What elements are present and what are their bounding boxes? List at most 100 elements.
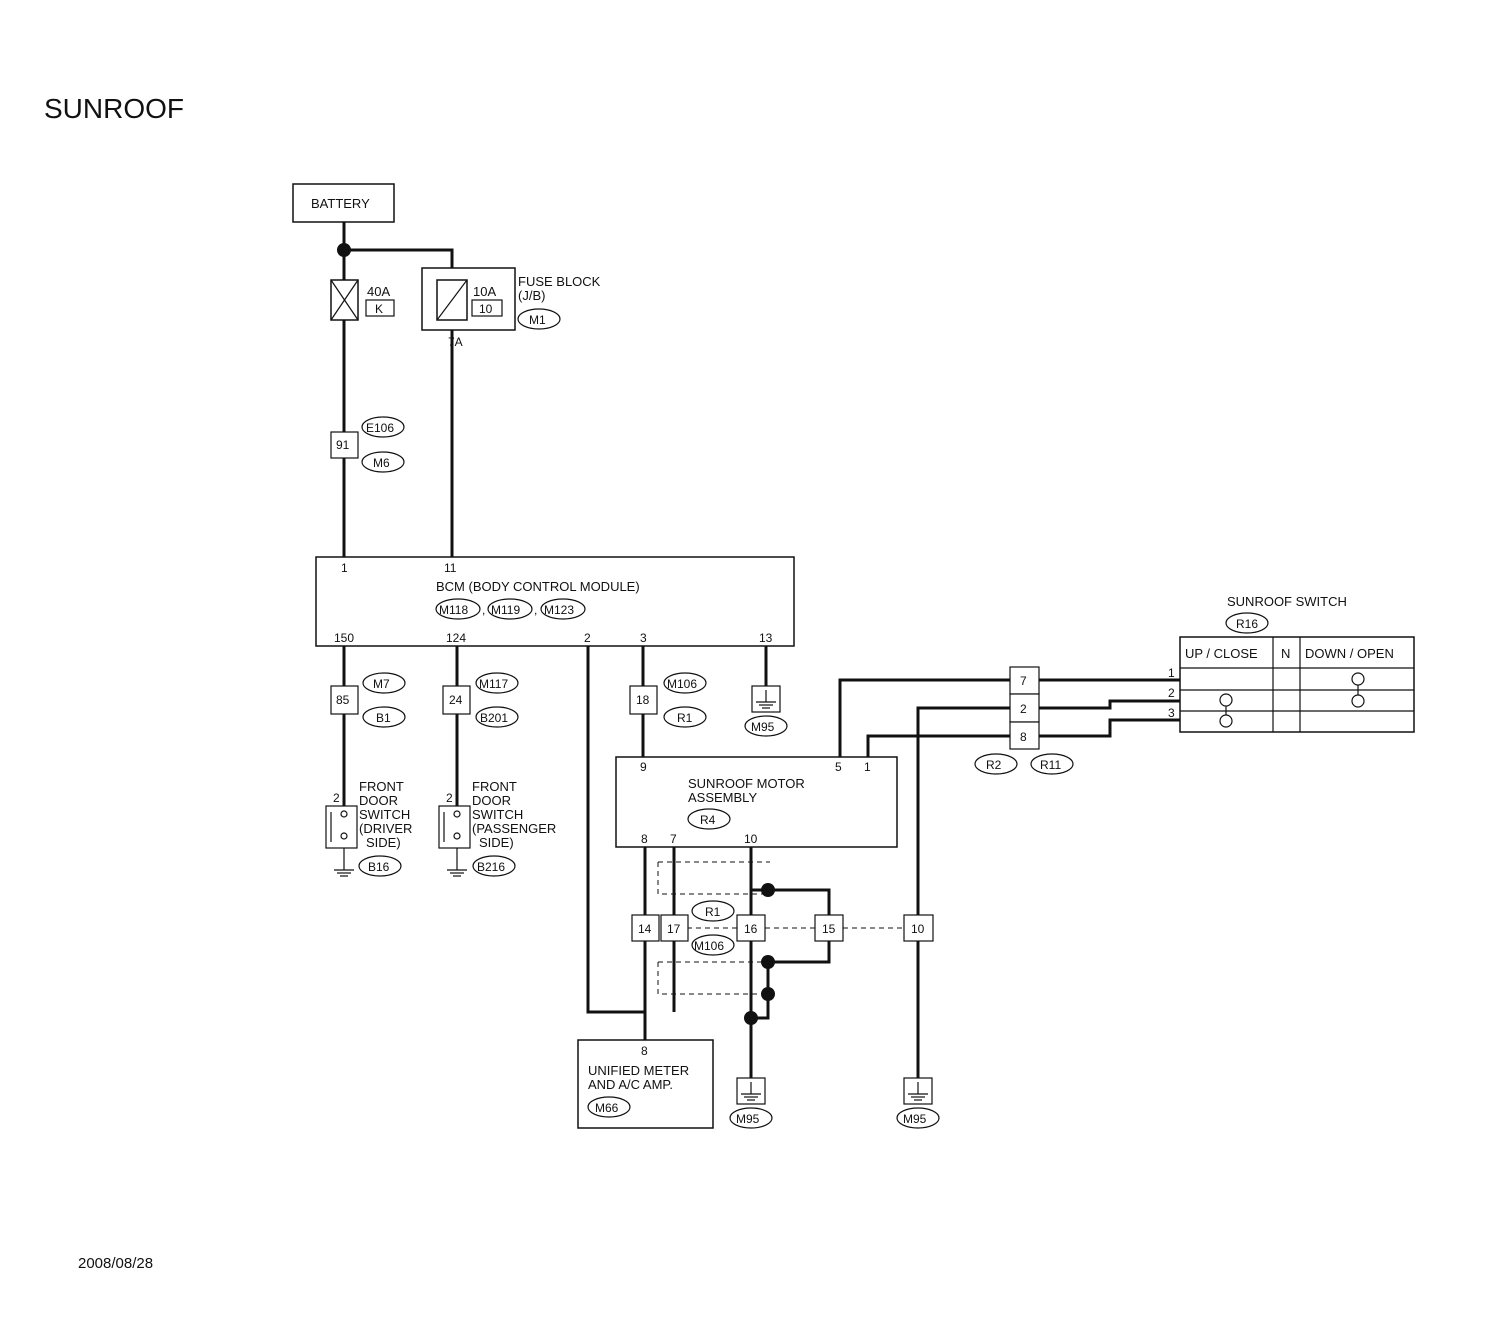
- svg-text:7: 7: [1020, 674, 1027, 688]
- svg-text:B16: B16: [368, 860, 390, 874]
- svg-text:UP / CLOSE: UP / CLOSE: [1185, 646, 1258, 661]
- harness-connector-18: 18 M106 R1: [629, 672, 707, 728]
- fusible-link-rating: 40A: [367, 284, 390, 299]
- svg-text:N: N: [1281, 646, 1290, 661]
- svg-text:SWITCH: SWITCH: [472, 807, 523, 822]
- battery-label: BATTERY: [311, 196, 370, 211]
- ground-bcm: M95: [744, 685, 788, 737]
- harness-connector-24: 24 M117 B201: [442, 672, 519, 728]
- svg-text:15: 15: [822, 922, 836, 936]
- fuse-number: 10: [479, 302, 493, 316]
- svg-text:DOOR: DOOR: [472, 793, 511, 808]
- svg-text:7: 7: [670, 832, 677, 846]
- svg-text:2: 2: [1020, 702, 1027, 716]
- fuse-block: 10A 10 FUSE BLOCK (J/B) M1 7A: [421, 267, 601, 349]
- svg-text:FRONT: FRONT: [472, 779, 517, 794]
- svg-text:DOOR: DOOR: [359, 793, 398, 808]
- svg-text:8: 8: [641, 832, 648, 846]
- ground-switch: M95: [896, 1077, 940, 1129]
- svg-text:SWITCH: SWITCH: [359, 807, 410, 822]
- svg-text:M7: M7: [373, 677, 390, 691]
- svg-text:3: 3: [640, 631, 647, 645]
- fuse-block-connector: M1: [529, 313, 546, 327]
- svg-text:FRONT: FRONT: [359, 779, 404, 794]
- svg-text:M6: M6: [373, 456, 390, 470]
- svg-text:,: ,: [482, 603, 485, 617]
- fuse-block-sub: (J/B): [518, 288, 545, 303]
- svg-text:M119: M119: [491, 603, 520, 617]
- svg-text:M95: M95: [736, 1112, 760, 1126]
- svg-text:M123: M123: [544, 603, 574, 617]
- bcm: 1 11 BCM (BODY CONTROL MODULE) M118 , M1…: [315, 556, 795, 647]
- svg-text:M95: M95: [751, 720, 775, 734]
- svg-text:10: 10: [744, 832, 758, 846]
- svg-text:2: 2: [584, 631, 591, 645]
- svg-text:SIDE): SIDE): [479, 835, 514, 850]
- svg-text:M66: M66: [595, 1101, 619, 1115]
- svg-text:24: 24: [449, 693, 463, 707]
- sunroof-switch: SUNROOF SWITCH R16 UP / CLOSE N DOWN / O…: [1168, 594, 1415, 733]
- svg-text:13: 13: [759, 631, 773, 645]
- svg-text:2: 2: [1168, 686, 1175, 700]
- sunroof-motor-assembly: 9 5 1 SUNROOF MOTOR ASSEMBLY R4 8 7 10: [615, 756, 898, 848]
- svg-text:R16: R16: [1236, 617, 1258, 631]
- svg-text:150: 150: [334, 631, 354, 645]
- svg-text:M117: M117: [479, 677, 508, 691]
- svg-text:2: 2: [446, 791, 453, 805]
- battery: BATTERY: [292, 183, 395, 223]
- svg-text:(PASSENGER: (PASSENGER: [472, 821, 556, 836]
- page-title: SUNROOF: [44, 93, 184, 124]
- svg-text:R11: R11: [1040, 758, 1061, 772]
- wires: [342, 222, 1180, 1078]
- svg-text:10: 10: [911, 922, 925, 936]
- svg-text:B201: B201: [480, 711, 508, 725]
- svg-text:2: 2: [333, 791, 340, 805]
- svg-text:R1: R1: [705, 905, 721, 919]
- svg-text:91: 91: [336, 438, 350, 452]
- svg-text:M106: M106: [667, 677, 697, 691]
- fuse-block-name: FUSE BLOCK: [518, 274, 601, 289]
- svg-text:8: 8: [641, 1044, 648, 1058]
- fuse-terminal: 7A: [448, 335, 463, 349]
- svg-text:16: 16: [744, 922, 758, 936]
- fusible-link: 40A K: [330, 279, 395, 321]
- splice-points: [337, 243, 775, 1025]
- svg-text:,: ,: [534, 603, 537, 617]
- diagram-date: 2008/08/28: [78, 1255, 153, 1272]
- svg-text:SUNROOF MOTOR: SUNROOF MOTOR: [688, 776, 805, 791]
- svg-text:1: 1: [1168, 666, 1175, 680]
- svg-text:3: 3: [1168, 706, 1175, 720]
- svg-text:B1: B1: [376, 711, 391, 725]
- svg-text:85: 85: [336, 693, 350, 707]
- svg-text:18: 18: [636, 693, 650, 707]
- svg-text:M106: M106: [694, 939, 724, 953]
- lower-joint-connector: 14 17 16 15 10 R1 M106: [631, 900, 934, 956]
- svg-text:R2: R2: [986, 758, 1002, 772]
- switch-harness-connector: 7 2 8 R2 R11: [974, 666, 1074, 775]
- svg-text:8: 8: [1020, 730, 1027, 744]
- fusible-link-letter: K: [375, 302, 383, 316]
- harness-connector-85: 85 M7 B1: [330, 672, 406, 728]
- svg-text:5: 5: [835, 760, 842, 774]
- svg-text:SIDE): SIDE): [366, 835, 401, 850]
- svg-text:R4: R4: [700, 813, 716, 827]
- svg-text:17: 17: [667, 922, 681, 936]
- unified-meter: 8 UNIFIED METER AND A/C AMP. M66: [577, 1039, 714, 1129]
- door-switch-passenger: 2 FRONT DOOR SWITCH (PASSENGER SIDE) B21…: [438, 779, 556, 877]
- ground-motor: M95: [729, 1077, 773, 1129]
- svg-text:9: 9: [640, 760, 647, 774]
- svg-text:R1: R1: [677, 711, 693, 725]
- svg-text:14: 14: [638, 922, 652, 936]
- svg-text:UNIFIED METER: UNIFIED METER: [588, 1063, 689, 1078]
- fuse-rating: 10A: [473, 284, 496, 299]
- svg-text:DOWN / OPEN: DOWN / OPEN: [1305, 646, 1394, 661]
- svg-text:124: 124: [446, 631, 466, 645]
- svg-text:B216: B216: [477, 860, 505, 874]
- svg-text:M118: M118: [439, 603, 468, 617]
- bcm-name: BCM (BODY CONTROL MODULE): [436, 579, 640, 594]
- harness-connector-91: 91 E106 M6: [330, 416, 405, 473]
- svg-text:11: 11: [444, 561, 457, 575]
- sunroof-switch-name: SUNROOF SWITCH: [1227, 594, 1347, 609]
- door-switch-driver: 2 FRONT DOOR SWITCH (DRIVER SIDE) B16: [325, 779, 412, 877]
